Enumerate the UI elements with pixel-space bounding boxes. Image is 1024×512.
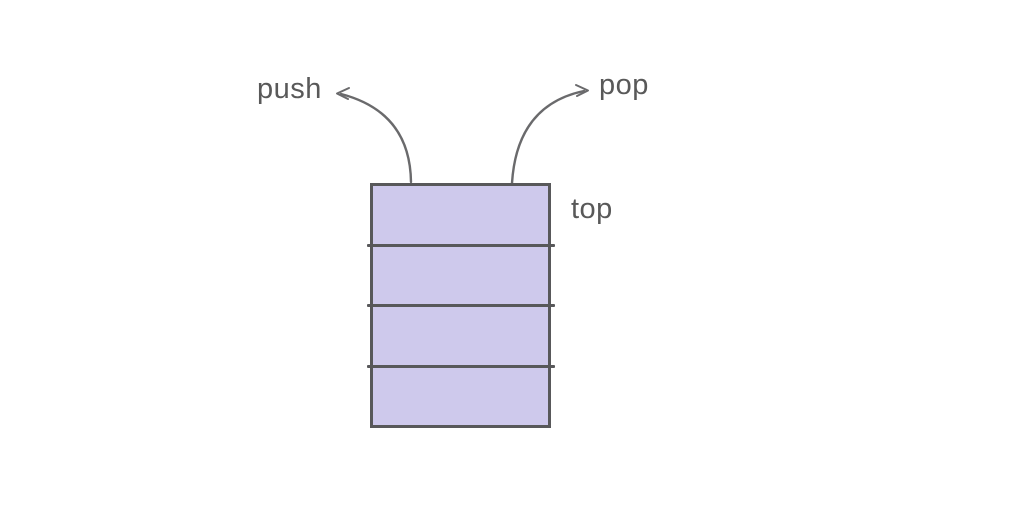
push-arrow	[336, 87, 413, 184]
stack-cell	[367, 307, 555, 368]
pop-arrow	[510, 84, 589, 185]
push-arrowhead-icon	[336, 87, 350, 100]
pop-arrowhead-icon	[575, 84, 589, 97]
stack-cell	[367, 186, 555, 247]
top-label: top	[571, 193, 613, 225]
push-label: push	[257, 73, 322, 105]
stack	[367, 183, 555, 428]
stack-cell	[373, 367, 548, 425]
pop-label: pop	[599, 69, 649, 101]
stack-cell	[367, 246, 555, 307]
